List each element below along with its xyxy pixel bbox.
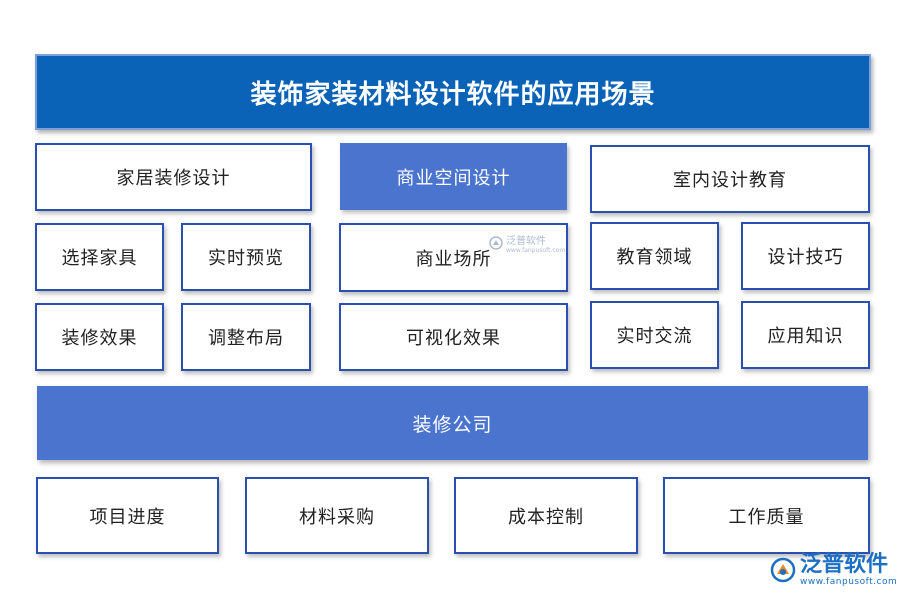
brand-logo-text: 泛普软件	[800, 552, 889, 577]
diagram-title: 装饰家装材料设计软件的应用场景	[35, 54, 871, 130]
company-item-project-progress: 项目进度	[36, 477, 219, 554]
category-home-design: 家居装修设计	[35, 143, 312, 211]
education-item-field: 教育领域	[590, 222, 719, 290]
home-item-choose-furniture: 选择家具	[35, 223, 164, 291]
home-item-live-preview: 实时预览	[181, 223, 311, 291]
company-item-cost-control: 成本控制	[454, 477, 638, 554]
brand-logo-url: www.fanpusoft.com	[800, 577, 898, 587]
home-item-decoration-effect: 装修效果	[35, 303, 164, 371]
home-item-adjust-layout: 调整布局	[181, 303, 311, 371]
brand-logo-icon	[770, 557, 796, 583]
education-item-design-skills: 设计技巧	[741, 222, 870, 290]
company-band: 装修公司	[37, 386, 868, 460]
commercial-item-visualization: 可视化效果	[339, 303, 568, 371]
commercial-item-venues: 商业场所	[339, 223, 568, 292]
education-item-realtime-exchange: 实时交流	[590, 301, 719, 369]
watermark-url: www.fanpusoft.com	[506, 247, 566, 254]
education-item-applied-knowledge: 应用知识	[741, 301, 870, 369]
category-commercial-design: 商业空间设计	[340, 143, 567, 210]
company-item-work-quality: 工作质量	[663, 477, 870, 554]
brand-logo: 泛普软件 www.fanpusoft.com	[770, 553, 897, 587]
category-interior-education: 室内设计教育	[590, 145, 870, 213]
watermark-text: 泛普软件	[506, 236, 546, 247]
watermark-logo-icon	[489, 236, 503, 250]
company-item-material-purchase: 材料采购	[245, 477, 429, 554]
watermark: 泛普软件 www.fanpusoft.com	[489, 232, 565, 254]
